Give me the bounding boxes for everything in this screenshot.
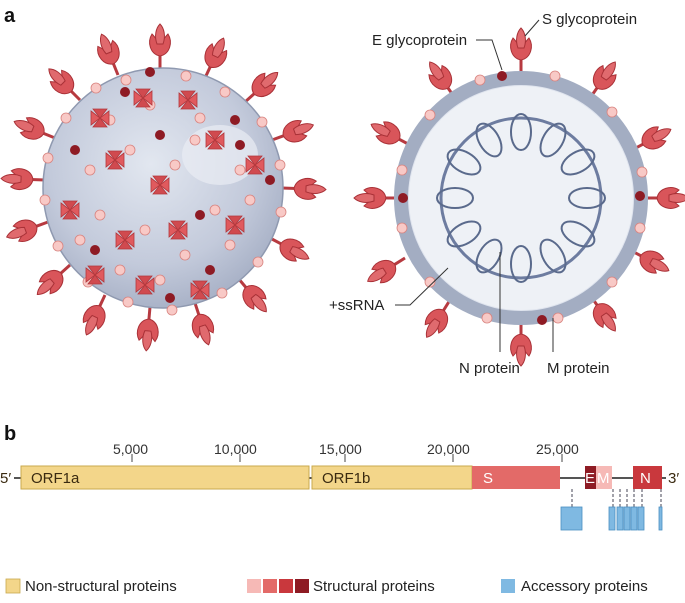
e-proteins-left — [70, 67, 275, 303]
panel-b-label: b — [4, 423, 16, 445]
label-e-glycoprotein: E glycoprotein — [372, 32, 467, 49]
tick-label: 20,000 — [427, 441, 470, 457]
legend-swatch-structural-3 — [279, 579, 293, 593]
three-prime-label: 3′ — [668, 470, 679, 487]
membrane-proteins-left — [39, 70, 287, 316]
gene-n — [633, 466, 662, 489]
gene-s-label: S — [483, 470, 493, 487]
gene-e-label: E — [585, 470, 595, 487]
legend-swatch-non-structural — [5, 578, 21, 594]
virion-exterior — [0, 22, 328, 354]
gene-s — [472, 466, 560, 489]
legend-swatch-accessory — [501, 579, 515, 593]
accessory-orfs — [560, 506, 663, 531]
panel-a-label: a — [4, 5, 16, 27]
five-prime-label: 5′ — [0, 470, 11, 487]
virion-body — [42, 67, 284, 309]
tick-label: 25,000 — [536, 441, 579, 457]
leader-lines — [395, 19, 554, 352]
genome-ticks: 5,000 10,000 15,000 20,000 25,000 — [113, 441, 579, 462]
legend-structural: Structural proteins — [313, 578, 435, 595]
label-ssrna: +ssRNA — [329, 297, 384, 314]
gene-orf1a-label: ORF1a — [31, 470, 80, 487]
gene-m — [596, 466, 612, 489]
gene-n-label: N — [640, 470, 651, 487]
legend-swatch-structural-4 — [295, 579, 309, 593]
label-s-glycoprotein: S glycoprotein — [542, 11, 637, 28]
legend-swatch-structural-2 — [263, 579, 277, 593]
label-m-protein: M protein — [547, 360, 610, 377]
rna-nucleocapsid — [436, 113, 606, 283]
gene-orf1a — [20, 465, 310, 490]
virion-cross-section — [352, 26, 685, 368]
membrane-proteins-right — [396, 70, 648, 324]
gene-e — [585, 466, 596, 489]
label-n-protein: N protein — [459, 360, 520, 377]
tick-label: 10,000 — [214, 441, 257, 457]
e-proteins-right — [398, 71, 645, 325]
tick-label: 5,000 — [113, 441, 148, 457]
legend-accessory: Accessory proteins — [521, 578, 648, 595]
legend-swatch-structural-1 — [247, 579, 261, 593]
accessory-links — [571, 489, 662, 507]
tick-label: 15,000 — [319, 441, 362, 457]
gene-orf1b-label: ORF1b — [322, 470, 370, 487]
legend: Non-structural proteins Structural prote… — [5, 578, 648, 595]
legend-non-structural: Non-structural proteins — [25, 578, 177, 595]
genome-map: 5′ 3′ ORF1a ORF1b S E M N — [0, 465, 679, 531]
gene-m-label: M — [597, 470, 610, 487]
